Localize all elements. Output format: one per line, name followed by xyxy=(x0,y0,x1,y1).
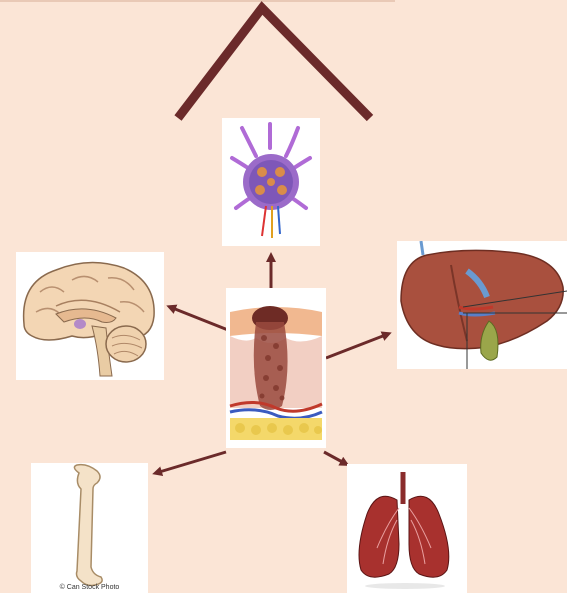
liver-panel xyxy=(397,241,567,369)
roof-chevron xyxy=(178,8,370,118)
arrow-to-lungs xyxy=(324,452,346,464)
lymph-node-panel xyxy=(222,118,320,246)
lungs-icon xyxy=(347,464,467,593)
brain-panel xyxy=(16,252,164,380)
arrow-to-brain xyxy=(170,307,228,330)
bone-panel: © Can Stock Photo xyxy=(31,463,148,593)
femur-bone-icon xyxy=(31,463,148,593)
stock-photo-credit: © Can Stock Photo xyxy=(31,584,148,591)
liver-icon xyxy=(397,241,567,369)
lymph-node-icon xyxy=(222,118,320,246)
lungs-panel xyxy=(347,464,467,593)
brain-icon xyxy=(16,252,164,380)
arrow-to-bone xyxy=(156,452,226,473)
arrow-to-liver xyxy=(326,334,388,358)
center-skin-panel xyxy=(226,288,326,448)
melanoma-skin-icon xyxy=(226,288,326,448)
